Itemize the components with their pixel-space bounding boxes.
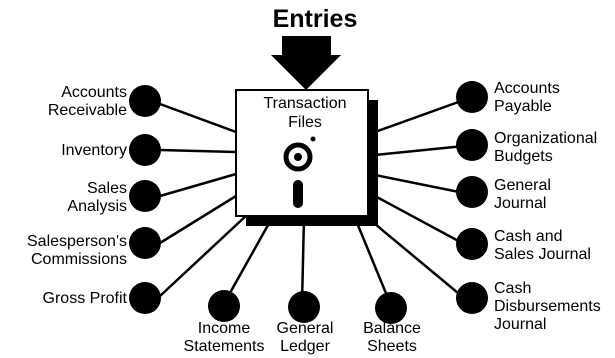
label-line: Commissions bbox=[30, 251, 127, 268]
label-general-journal: General Journal bbox=[494, 177, 551, 213]
label-line: Receivable bbox=[47, 102, 127, 119]
label-line: General bbox=[276, 320, 334, 337]
label-line: Budgets bbox=[494, 148, 553, 165]
label-line: Accounts bbox=[61, 84, 127, 101]
connector-accounts-payable bbox=[374, 98, 465, 134]
entries-arrow bbox=[271, 36, 341, 90]
label-line: Cash bbox=[494, 280, 532, 297]
transaction-files-line1: Transaction bbox=[263, 95, 347, 112]
connector-general-ledger bbox=[300, 217, 306, 304]
node-general-ledger bbox=[288, 291, 320, 323]
label-line: Disbursements bbox=[494, 298, 601, 315]
label-line: Income bbox=[197, 320, 251, 337]
transaction-files-label: Transaction Files bbox=[240, 94, 370, 132]
label-income-statements: Income Statements bbox=[174, 320, 274, 356]
connector-gross-profit bbox=[159, 213, 249, 297]
label-balance-sheets: Balance Sheets bbox=[355, 320, 429, 356]
node-inventory bbox=[129, 134, 161, 166]
connector-lines bbox=[159, 98, 465, 304]
connector-cash-sales-journal bbox=[374, 194, 465, 246]
label-line: Analysis bbox=[67, 198, 127, 215]
label-line: Accounts bbox=[494, 80, 560, 97]
label-sales-analysis: Sales Analysis bbox=[67, 180, 127, 216]
connector-inventory bbox=[159, 148, 237, 154]
connector-cash-disbursements bbox=[362, 213, 465, 299]
label-line: Payable bbox=[494, 98, 552, 115]
connector-sales-analysis bbox=[159, 172, 237, 198]
disk-hub-center-icon bbox=[294, 153, 302, 161]
label-salespersons-commissions: Salesperson's Commissions bbox=[27, 233, 127, 269]
connector-general-journal bbox=[374, 173, 465, 195]
label-line: Balance bbox=[363, 320, 421, 337]
node-salespersons-commissions bbox=[129, 227, 161, 259]
node-income-statements bbox=[208, 290, 240, 322]
label-line: General bbox=[494, 177, 551, 194]
connector-balance-sheets bbox=[353, 217, 392, 304]
label-line: Ledger bbox=[280, 338, 330, 355]
connector-organizational-budgets bbox=[374, 144, 465, 157]
label-line: Sales Journal bbox=[494, 246, 591, 263]
label-line: Cash and bbox=[494, 228, 563, 245]
label-organizational-budgets: Organizational Budgets bbox=[494, 130, 597, 166]
label-cash-disbursements: Cash Disbursements Journal bbox=[494, 280, 601, 334]
label-line: Organizational bbox=[494, 130, 598, 147]
label-accounts-payable: Accounts Payable bbox=[494, 80, 560, 116]
label-line: Gross Profit bbox=[42, 290, 127, 307]
label-accounts-receivable: Accounts Receivable bbox=[48, 84, 127, 120]
connector-salespersons-commissions bbox=[159, 194, 237, 245]
connector-income-statements bbox=[224, 217, 274, 301]
connector-accounts-receivable bbox=[159, 102, 237, 134]
label-general-ledger: General Ledger bbox=[272, 320, 338, 356]
entries-title: Entries bbox=[272, 5, 358, 33]
label-line: Sales bbox=[86, 180, 127, 197]
node-cash-disbursements bbox=[456, 282, 488, 314]
node-gross-profit bbox=[129, 282, 161, 314]
disk-index-hole-icon bbox=[310, 136, 316, 142]
disk-read-slot-icon bbox=[293, 180, 303, 208]
node-balance-sheets bbox=[375, 292, 407, 324]
label-inventory: Inventory bbox=[61, 142, 127, 160]
node-general-journal bbox=[456, 176, 488, 208]
label-line: Salesperson's bbox=[27, 233, 127, 250]
label-line: Sheets bbox=[367, 338, 417, 355]
node-accounts-payable bbox=[456, 81, 488, 113]
label-cash-sales-journal: Cash and Sales Journal bbox=[494, 228, 591, 264]
label-line: Statements bbox=[183, 338, 265, 355]
transaction-files-line2: Files bbox=[288, 114, 322, 131]
node-dots bbox=[129, 81, 488, 324]
node-sales-analysis bbox=[129, 180, 161, 212]
label-line: Inventory bbox=[61, 142, 127, 159]
node-accounts-receivable bbox=[129, 85, 161, 117]
label-gross-profit: Gross Profit bbox=[43, 290, 127, 308]
node-cash-sales-journal bbox=[456, 228, 488, 260]
node-organizational-budgets bbox=[456, 129, 488, 161]
label-line: Journal bbox=[494, 316, 547, 333]
label-line: Journal bbox=[494, 195, 547, 212]
